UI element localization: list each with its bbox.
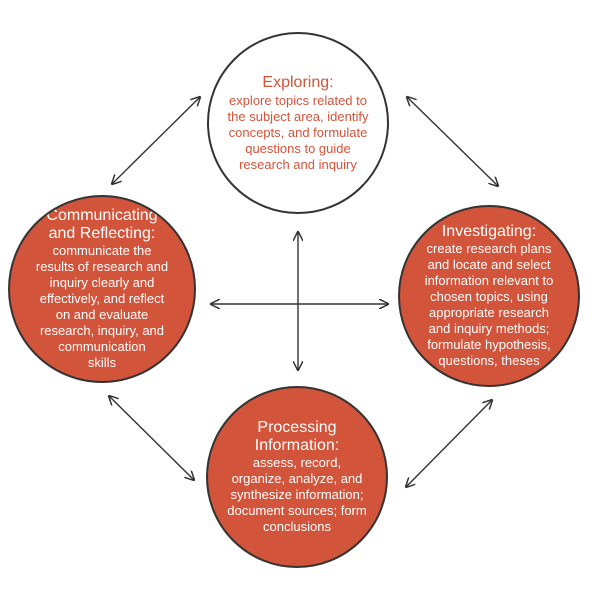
investigating-body-line: create research plans — [426, 241, 552, 256]
investigating-body-line: appropriate research — [429, 305, 549, 320]
communicating-body-line: communication — [58, 339, 146, 354]
arrow-exploring-communicating — [112, 97, 200, 184]
processing-node: Processing Information: assess, record, … — [206, 386, 388, 568]
processing-title-line: Information: — [254, 437, 340, 454]
communicating-body-line: on and evaluate — [55, 307, 149, 322]
arrow-investigating-processing — [406, 400, 492, 487]
processing-body-line: organize, analyze, and — [231, 471, 363, 486]
communicating-body-line: effectively, and reflect — [39, 291, 165, 306]
investigating-body-line: and locate and select — [427, 257, 551, 272]
communicating-title-line: and Reflecting: — [48, 225, 156, 242]
exploring-body-line: questions to guide — [245, 140, 351, 156]
investigating-body-line: information relevant to — [424, 273, 554, 288]
communicating-body-line: inquiry clearly and — [49, 275, 155, 290]
investigating-node: Investigating: create research plans and… — [398, 205, 580, 387]
investigating-body-line: chosen topics, using — [430, 289, 548, 304]
investigating-body-line: questions, theses — [438, 353, 540, 368]
exploring-body: explore topics related to the subject ar… — [228, 93, 369, 173]
exploring-body-line: the subject area, identify — [227, 108, 369, 124]
communicating-body-line: research, inquiry, and — [39, 323, 165, 338]
processing-body-line: assess, record, — [252, 455, 342, 470]
arrow-communicating-processing — [109, 396, 194, 480]
processing-body: assess, record, organize, analyze, and s… — [227, 455, 366, 535]
processing-title-line: Processing — [257, 419, 337, 436]
exploring-body-line: explore topics related to — [228, 92, 367, 108]
communicating-body: communicate the results of research and … — [36, 243, 168, 371]
communicating-title: Communicating and Reflecting: — [46, 207, 157, 243]
arrow-exploring-investigating — [407, 97, 498, 186]
processing-body-line: synthesize information; — [230, 487, 364, 502]
processing-title: Processing Information: — [255, 419, 339, 455]
communicating-body-line: skills — [87, 355, 117, 370]
exploring-node: Exploring: explore topics related to the… — [207, 32, 389, 214]
communicating-body-line: communicate the — [52, 243, 152, 258]
investigating-body: create research plans and locate and sel… — [425, 241, 554, 369]
processing-body-line: document sources; form — [227, 503, 367, 518]
processing-body-line: conclusions — [263, 519, 331, 534]
communicating-node: Communicating and Reflecting: communicat… — [8, 195, 196, 383]
exploring-body-line: research and inquiry — [239, 156, 357, 172]
investigating-body-line: formulate hypothesis, — [427, 337, 551, 352]
exploring-body-line: concepts, and formulate — [228, 124, 368, 140]
investigating-body-line: and inquiry methods; — [428, 321, 550, 336]
exploring-title: Exploring: — [262, 73, 334, 91]
investigating-title: Investigating: — [441, 223, 537, 240]
communicating-body-line: results of research and — [35, 259, 169, 274]
communicating-title-line: Communicating — [46, 207, 158, 224]
